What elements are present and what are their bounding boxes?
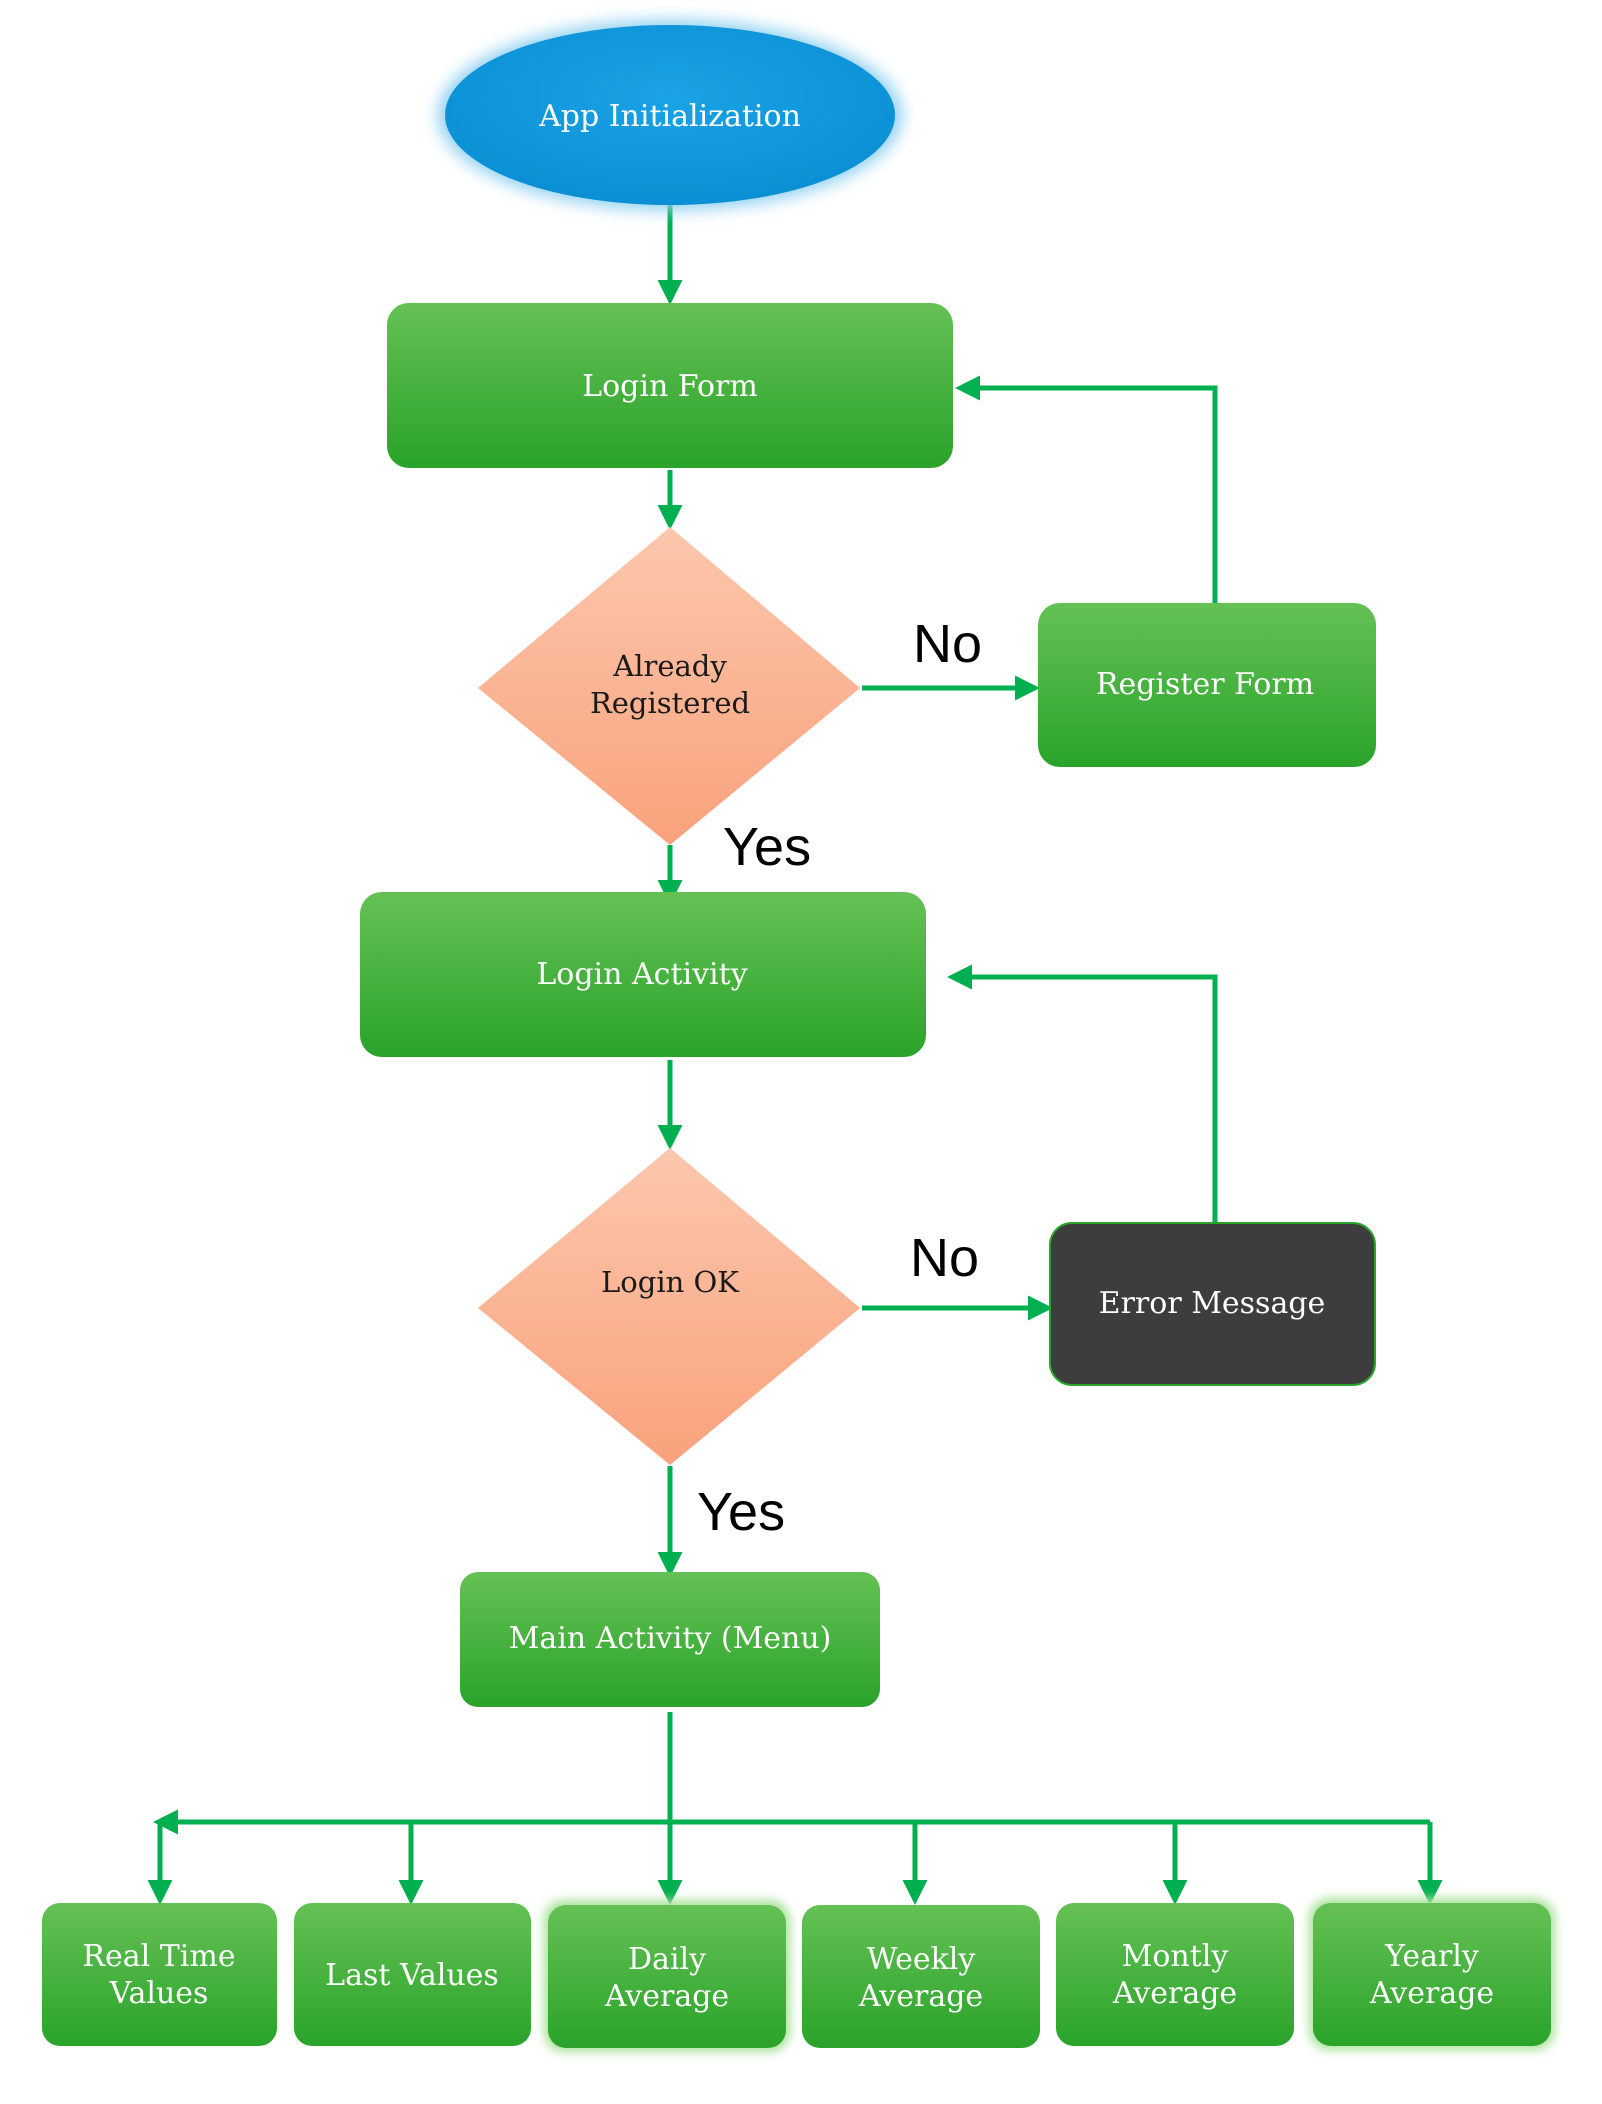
node-real-time-values: Real Time Values bbox=[42, 1903, 277, 2046]
daily-average-line1: Daily bbox=[628, 1942, 706, 1977]
error-message-label: Error Message bbox=[1099, 1286, 1326, 1321]
error-message-box bbox=[1049, 1222, 1376, 1386]
start-ellipse bbox=[445, 25, 895, 205]
node-yearly-average: Yearly Average bbox=[1309, 1898, 1555, 2050]
daily-average-line2: Average bbox=[604, 1979, 729, 2014]
edge-label-login-no: No bbox=[910, 1228, 979, 1288]
real-time-values-box bbox=[42, 1903, 277, 2046]
weekly-average-line1: Weekly bbox=[867, 1942, 976, 1977]
edge-label-registered-no: No bbox=[913, 614, 982, 674]
start-label: App Initialization bbox=[538, 99, 801, 134]
weekly-average-line2: Average bbox=[858, 1979, 983, 2014]
connectors bbox=[147, 205, 1443, 1905]
node-app-initialization: App Initialization bbox=[438, 20, 902, 210]
node-register-form: Register Form bbox=[1038, 603, 1376, 767]
login-form-box bbox=[387, 303, 953, 468]
main-activity-label: Main Activity (Menu) bbox=[509, 1621, 832, 1656]
monthly-average-line1: Montly bbox=[1122, 1939, 1229, 1974]
yearly-average-box bbox=[1313, 1903, 1551, 2046]
login-activity-label: Login Activity bbox=[536, 957, 747, 992]
already-registered-diamond bbox=[478, 527, 860, 845]
node-last-values: Last Values bbox=[294, 1903, 531, 2046]
edge-label-registered-yes: Yes bbox=[723, 817, 811, 877]
already-registered-line2: Registered bbox=[590, 686, 750, 720]
monthly-average-line2: Average bbox=[1112, 1976, 1237, 2011]
node-monthly-average: Montly Average bbox=[1056, 1903, 1294, 2046]
node-error-message: Error Message bbox=[1049, 1222, 1376, 1386]
login-form-label: Login Form bbox=[582, 369, 758, 404]
monthly-average-box bbox=[1056, 1903, 1294, 2046]
login-ok-label: Login OK bbox=[601, 1265, 740, 1299]
node-daily-average: Daily Average bbox=[544, 1900, 790, 2052]
edge-register-to-login-form bbox=[955, 375, 1218, 605]
daily-average-box bbox=[548, 1905, 786, 2048]
last-values-box bbox=[294, 1903, 531, 2046]
real-time-values-line1: Real Time bbox=[82, 1939, 235, 1974]
already-registered-line1: Already bbox=[612, 649, 727, 683]
node-main-activity: Main Activity (Menu) bbox=[460, 1572, 880, 1707]
register-form-box bbox=[1038, 603, 1376, 767]
real-time-values-line2: Values bbox=[109, 1976, 209, 2011]
node-weekly-average: Weekly Average bbox=[802, 1905, 1040, 2048]
main-activity-box bbox=[460, 1572, 880, 1707]
register-form-label: Register Form bbox=[1096, 667, 1314, 702]
yearly-average-line1: Yearly bbox=[1384, 1939, 1479, 1974]
node-login-form: Login Form bbox=[387, 303, 953, 468]
node-login-activity: Login Activity bbox=[360, 892, 926, 1057]
edge-label-login-yes: Yes bbox=[697, 1482, 785, 1542]
node-already-registered: Already Registered bbox=[478, 527, 860, 845]
login-ok-diamond bbox=[478, 1148, 860, 1465]
weekly-average-box bbox=[802, 1905, 1040, 2048]
yearly-average-line2: Average bbox=[1369, 1976, 1494, 2011]
node-login-ok: Login OK bbox=[478, 1148, 860, 1465]
last-values-label: Last Values bbox=[325, 1958, 499, 1993]
login-activity-box bbox=[360, 892, 926, 1057]
edge-error-to-login-activity bbox=[947, 964, 1218, 1225]
